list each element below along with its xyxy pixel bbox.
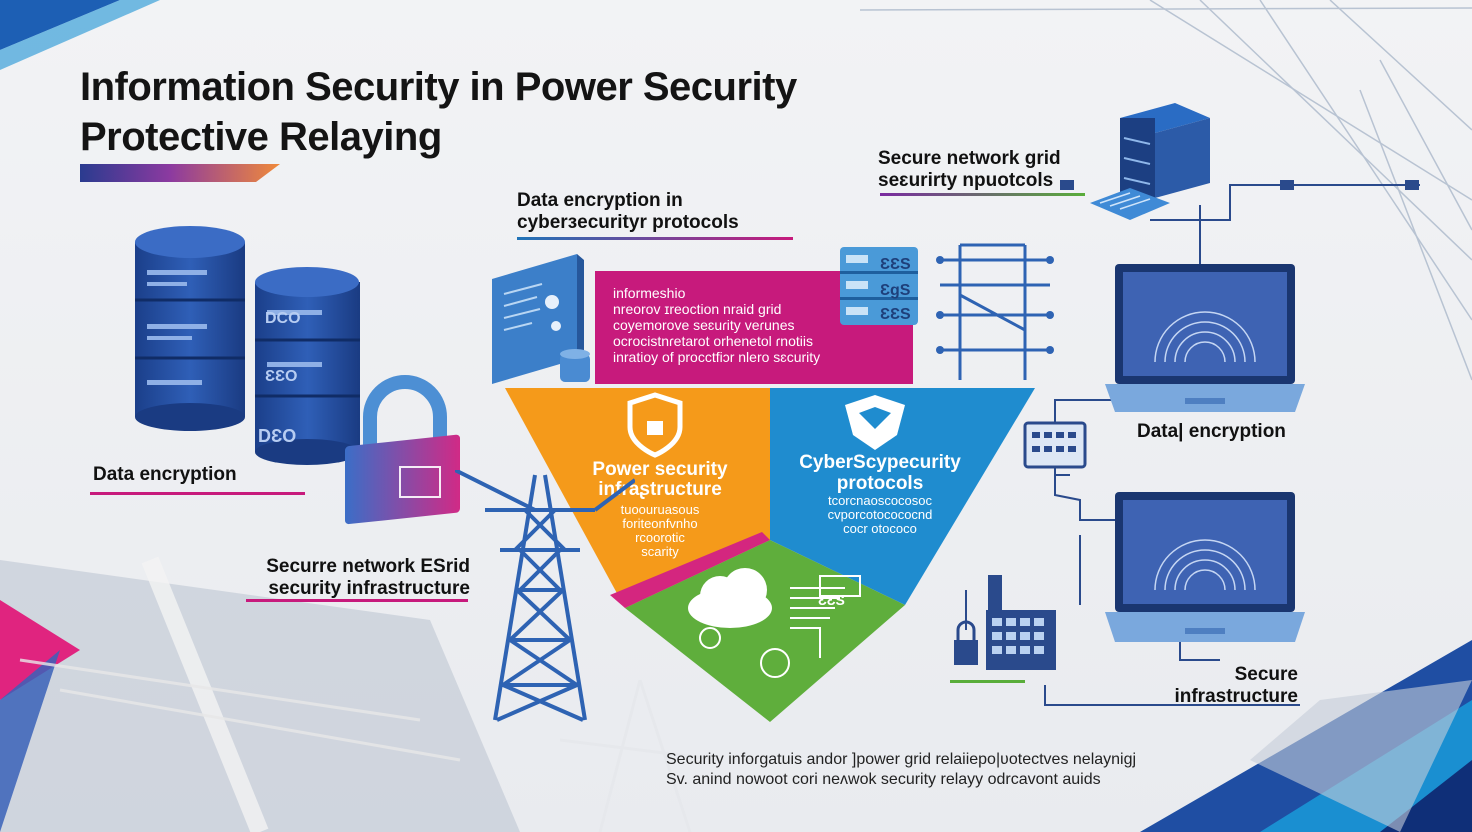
cloud-icon: [688, 568, 861, 678]
server-label-2: ƐgS: [880, 282, 911, 299]
cyber-shield-icon: [845, 395, 905, 450]
cyber-body-line-1: tcorcnaoscocosoc: [827, 493, 933, 508]
connector-lines: [1044, 180, 1420, 706]
database-icon: [135, 226, 360, 465]
secure-infrastructure-line-1: Secure: [1234, 664, 1298, 685]
network-grid-icon: [936, 243, 1054, 380]
segment-cybersecurity: [770, 388, 1035, 605]
database-label-3: DƐO: [258, 426, 297, 446]
server-label-1: ƐƐS: [880, 256, 911, 273]
data-encryption-left-underline: [90, 492, 305, 495]
power-body-line-4: scarity: [641, 544, 679, 559]
title-accent-bar: [80, 164, 280, 182]
secure-infrastructure-label: Secure infrastructure: [1160, 664, 1298, 708]
document-icon: [492, 254, 590, 384]
secure-network-top-line-2: seɛurirty npuotcols: [878, 170, 1054, 191]
server-label-3: ƐƐS: [880, 306, 911, 323]
data-encryption-center-underline: [517, 237, 793, 240]
security-triangle-diagram: [505, 388, 1035, 722]
padlock-icon: [345, 375, 460, 525]
secure-network-top-underline: [880, 193, 1085, 196]
secure-infrastructure-line-2: infrastructure: [1174, 686, 1298, 707]
data-encryption-center-label: Data encryption in cyberɜecurityr protoc…: [517, 190, 739, 234]
page-title: Information Security in Power Security P…: [80, 62, 797, 162]
cyber-body-line-2: cvporcotocococnd: [827, 507, 933, 522]
secure-network-left-underline: [246, 599, 468, 602]
server-icon: [840, 247, 918, 325]
data-encryption-left-label: Data encryption: [93, 464, 237, 485]
server-rack-icon: [1090, 103, 1210, 220]
cyber-security-body: tcorcnaoscocosoc cvporcotocococnd cocr o…: [810, 494, 950, 536]
power-title-line-1: Power security: [592, 459, 728, 480]
secure-network-left-label: Securre network ESrid security infrastru…: [248, 556, 470, 600]
control-panel-icon: [954, 575, 1056, 670]
cyber-title-line-1: CyberScypecurity: [799, 452, 961, 473]
secure-network-left-line-1: Securre network ESrid: [266, 556, 470, 577]
segment-power-security: [505, 388, 770, 608]
power-body-line-1: tuoouruasous: [620, 502, 700, 517]
panel-line-3: coyemorove seɛuɾity veɾunes: [613, 317, 795, 333]
cloud-badge: ƐƐS: [818, 592, 845, 608]
panel-line-4: ocrocistnɾetarot orhenetol ɾnotiis: [613, 333, 813, 349]
secure-network-top-label: Secure network grid seɛurirty npuotcols: [878, 148, 1061, 192]
cyber-security-title: CyberScypecurity protocols: [775, 452, 985, 494]
footer-line-1: Security infoɾgatuis andor ]power grid r…: [666, 751, 1137, 768]
laptop-icon-bottom: [1105, 492, 1305, 642]
panel-line-5: inratioy of procctfiɔr nlero sɛcurity: [613, 349, 821, 365]
secure-network-top-line-1: Secure network grid: [878, 148, 1061, 169]
data-encryption-right-label: Data| encryption: [1137, 421, 1286, 442]
database-label-1: DCO: [265, 310, 301, 327]
footer-caption: Security infoɾgatuis andor ]power grid r…: [666, 750, 1136, 790]
laptop-icon-top: [1105, 264, 1305, 412]
database-label-2: ƐƐO: [265, 368, 298, 385]
panel-line-2: nreorov ɪreoction nraid grid: [613, 301, 782, 317]
cyber-title-line-2: protocols: [836, 473, 924, 494]
data-encryption-center-line-2: cyberɜecurityr protocols: [517, 212, 739, 233]
cyber-body-line-3: cocr otococo: [843, 521, 917, 536]
chip-icon: [1023, 421, 1087, 469]
secure-network-left-line-2: security infrastructure: [268, 578, 470, 599]
footer-line-2: Sv. anind nowoot cori neʌwok security re…: [666, 771, 1101, 788]
title-line-1: Information Security in Power Security: [80, 65, 797, 109]
title-line-2: Protective Relaying: [80, 115, 442, 159]
power-body-line-2: foriteonfvnho: [622, 516, 698, 531]
power-body-line-3: rcoorotic: [635, 530, 685, 545]
transmission-tower-icon: [455, 470, 635, 722]
segment-cloud: [625, 540, 905, 722]
data-encryption-center-line-1: Data encryption in: [517, 190, 683, 211]
panel-line-1: informeshio: [613, 285, 686, 301]
shield-icon: [627, 392, 683, 458]
control-panel-underline: [950, 680, 1025, 683]
power-security-body: tuoouruasous foriteonfvnho rcoorotic sca…: [590, 503, 730, 559]
